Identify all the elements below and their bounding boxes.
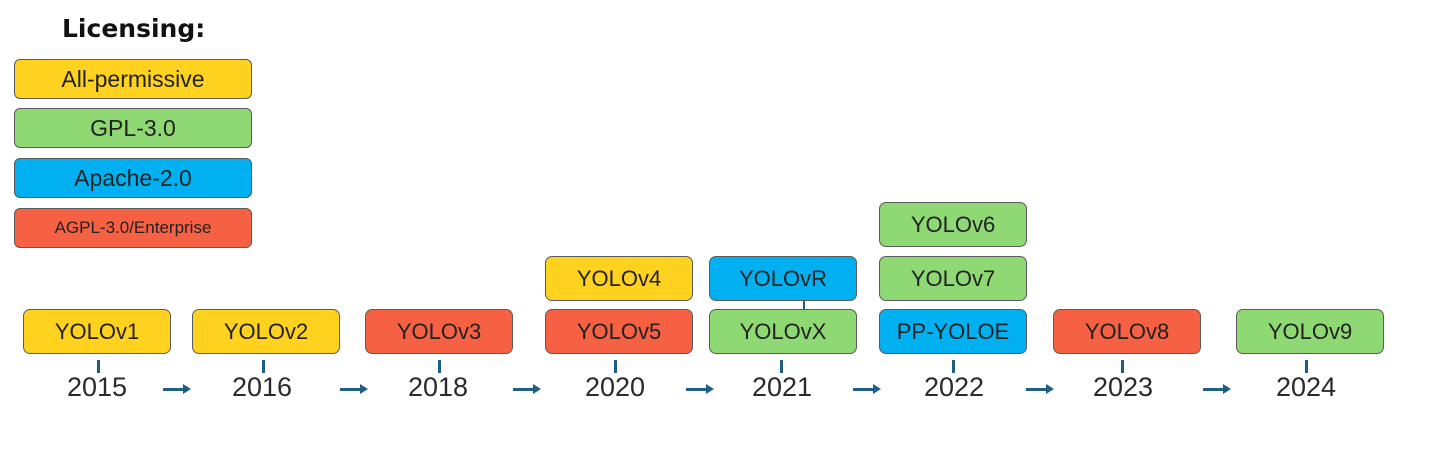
legend-apache: Apache-2.0 bbox=[14, 158, 252, 198]
model-pp-yoloe: PP-YOLOE bbox=[879, 309, 1027, 354]
arrow-right-icon bbox=[163, 384, 191, 394]
year-label: 2022 bbox=[923, 372, 985, 402]
connector-line bbox=[803, 300, 805, 310]
year-label: 2016 bbox=[231, 372, 293, 402]
arrow-right-icon bbox=[1026, 384, 1054, 394]
model-yolov5: YOLOv5 bbox=[545, 309, 693, 354]
tick-2023 bbox=[1121, 360, 1124, 373]
year-label: 2015 bbox=[66, 372, 128, 402]
year-label: 2024 bbox=[1275, 372, 1337, 402]
model-yolov4: YOLOv4 bbox=[545, 256, 693, 301]
tick-2021 bbox=[780, 360, 783, 373]
tick-2020 bbox=[614, 360, 617, 373]
year-label: 2020 bbox=[584, 372, 646, 402]
tick-2024 bbox=[1305, 360, 1308, 373]
year-label: 2023 bbox=[1092, 372, 1154, 402]
model-yolov3: YOLOv3 bbox=[365, 309, 513, 354]
arrow-right-icon bbox=[1203, 384, 1231, 394]
legend-all-permissive: All-permissive bbox=[14, 59, 252, 99]
model-yolov9: YOLOv9 bbox=[1236, 309, 1384, 354]
legend-title: Licensing: bbox=[62, 14, 206, 43]
tick-2022 bbox=[952, 360, 955, 373]
model-yolov1: YOLOv1 bbox=[23, 309, 171, 354]
arrow-right-icon bbox=[340, 384, 368, 394]
model-yolovr: YOLOvR bbox=[709, 256, 857, 301]
legend-gpl: GPL-3.0 bbox=[14, 108, 252, 148]
arrow-right-icon bbox=[853, 384, 881, 394]
arrow-right-icon bbox=[513, 384, 541, 394]
model-yolov8: YOLOv8 bbox=[1053, 309, 1201, 354]
tick-2015 bbox=[97, 360, 100, 373]
legend-agpl: AGPL-3.0/Enterprise bbox=[14, 208, 252, 248]
model-yolovx: YOLOvX bbox=[709, 309, 857, 354]
model-yolov7: YOLOv7 bbox=[879, 256, 1027, 301]
model-yolov2: YOLOv2 bbox=[192, 309, 340, 354]
arrow-right-icon bbox=[686, 384, 714, 394]
tick-2016 bbox=[262, 360, 265, 373]
year-label: 2021 bbox=[751, 372, 813, 402]
year-label: 2018 bbox=[407, 372, 469, 402]
tick-2018 bbox=[438, 360, 441, 373]
model-yolov6: YOLOv6 bbox=[879, 202, 1027, 247]
